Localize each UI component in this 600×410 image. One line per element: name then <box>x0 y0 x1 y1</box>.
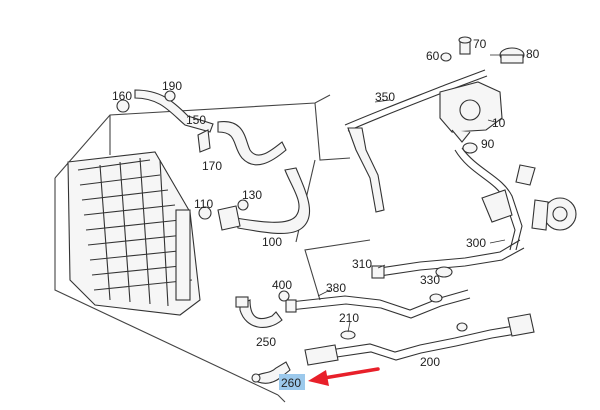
label-80: 80 <box>526 47 540 61</box>
label-130: 130 <box>242 188 262 202</box>
label-160: 160 <box>112 89 132 103</box>
clamp-330 <box>435 266 453 278</box>
radiator <box>67 151 201 316</box>
washer-60 <box>440 52 452 62</box>
pipe-200 <box>304 313 535 366</box>
label-380: 380 <box>326 281 346 295</box>
washer-400 <box>278 290 290 302</box>
arrow-left-icon <box>308 367 380 386</box>
label-300: 300 <box>466 236 486 250</box>
clamp-210 <box>340 330 356 340</box>
label-70: 70 <box>473 37 487 51</box>
clip-90 <box>462 142 478 154</box>
water-pump <box>531 197 577 231</box>
label-90: 90 <box>481 137 495 151</box>
label-150: 150 <box>186 113 206 127</box>
label-210: 210 <box>339 311 359 325</box>
label-250: 250 <box>256 335 276 349</box>
label-200: 200 <box>420 355 440 369</box>
hose-260 <box>251 361 291 384</box>
cap-70 <box>458 36 472 55</box>
hose-150 <box>116 89 214 133</box>
leader-lines <box>317 54 506 333</box>
label-10: 10 <box>492 116 506 130</box>
label-110: 110 <box>194 197 213 211</box>
hose-100 <box>198 167 311 234</box>
pipe-300 <box>371 239 525 279</box>
expansion-tank <box>439 81 503 143</box>
label-260: 260 <box>281 376 301 390</box>
label-400: 400 <box>272 278 292 292</box>
hose-170 <box>197 121 287 166</box>
label-60: 60 <box>426 49 440 63</box>
highlighted-callout: 260 <box>279 367 380 390</box>
coolant-pipes-right <box>454 147 536 251</box>
assembly-outline <box>54 94 371 403</box>
label-350: 350 <box>375 90 395 104</box>
cap-80 <box>499 47 525 64</box>
hose-250 <box>235 296 283 328</box>
highlight-box <box>279 374 305 390</box>
label-310: 310 <box>352 257 372 271</box>
label-100: 100 <box>262 235 282 249</box>
label-330: 330 <box>420 273 440 287</box>
label-190: 190 <box>162 79 182 93</box>
label-170: 170 <box>202 159 222 173</box>
part-labels: 160 190 150 170 110 130 100 350 60 70 80… <box>112 37 540 369</box>
pipe-380 <box>285 289 471 319</box>
